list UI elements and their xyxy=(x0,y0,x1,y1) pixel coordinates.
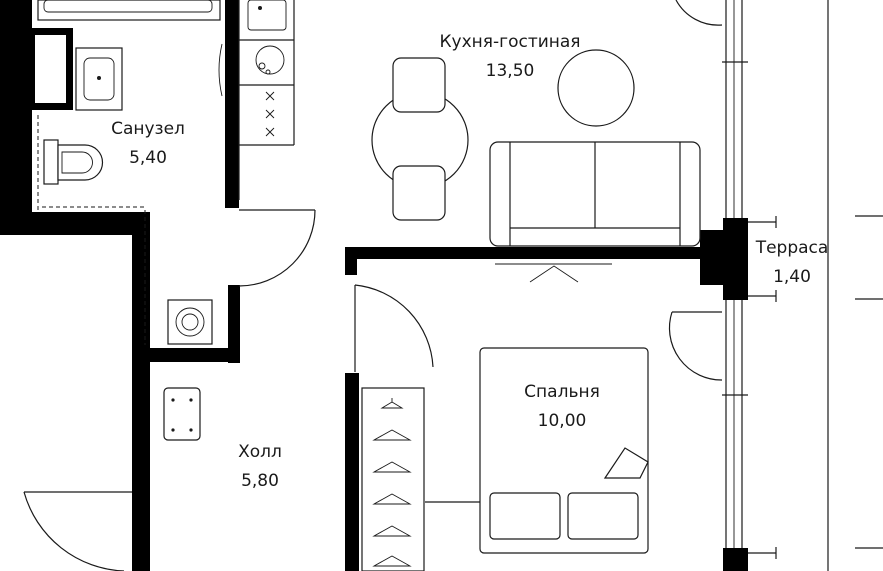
cooktop xyxy=(265,91,275,137)
room-area-kitchen-living: 13,50 xyxy=(486,61,535,81)
doors xyxy=(23,0,723,571)
bathroom-fixtures xyxy=(37,0,221,345)
bed xyxy=(425,347,649,554)
wall-bathroom-hall xyxy=(0,212,150,360)
wall-column xyxy=(700,218,748,300)
room-name-kitchen-living: Кухня-гостиная xyxy=(439,32,580,52)
wall-hall-left xyxy=(132,235,150,571)
wall-living-bedroom xyxy=(345,247,723,259)
room-name-bedroom: Спальня xyxy=(524,382,600,402)
room-name-hall: Холл xyxy=(238,442,282,462)
wall-bedroom-left xyxy=(345,373,359,571)
walls xyxy=(0,0,748,571)
wall-hall-right xyxy=(228,285,240,363)
room-area-hall: 5,80 xyxy=(241,471,279,491)
kitchen-sink xyxy=(247,0,287,31)
wardrobe xyxy=(361,387,425,571)
washing-machine xyxy=(167,299,213,345)
toilet-tank xyxy=(43,139,59,185)
wall-left-exterior xyxy=(0,0,32,235)
room-name-terrace: Терраса xyxy=(755,238,829,258)
wall-bath-kitchen xyxy=(225,0,239,208)
bathtub xyxy=(37,0,221,21)
toilet xyxy=(57,144,104,181)
exterior-glazing xyxy=(722,0,883,571)
room-area-bedroom: 10,00 xyxy=(538,411,587,431)
dining-chair xyxy=(392,57,446,113)
room-area-terrace: 1,40 xyxy=(773,267,811,287)
dining-set xyxy=(371,49,635,221)
pillow xyxy=(567,492,639,540)
room-area-bathroom: 5,40 xyxy=(129,148,167,168)
hall-cabinet xyxy=(163,387,201,441)
round-table xyxy=(557,49,635,127)
dining-chair xyxy=(392,165,446,221)
wall-hall-top xyxy=(150,348,240,362)
sofa xyxy=(489,141,701,247)
room-name-bathroom: Санузел xyxy=(111,119,185,139)
kitchen-unit xyxy=(218,0,295,200)
pillow xyxy=(489,492,561,540)
